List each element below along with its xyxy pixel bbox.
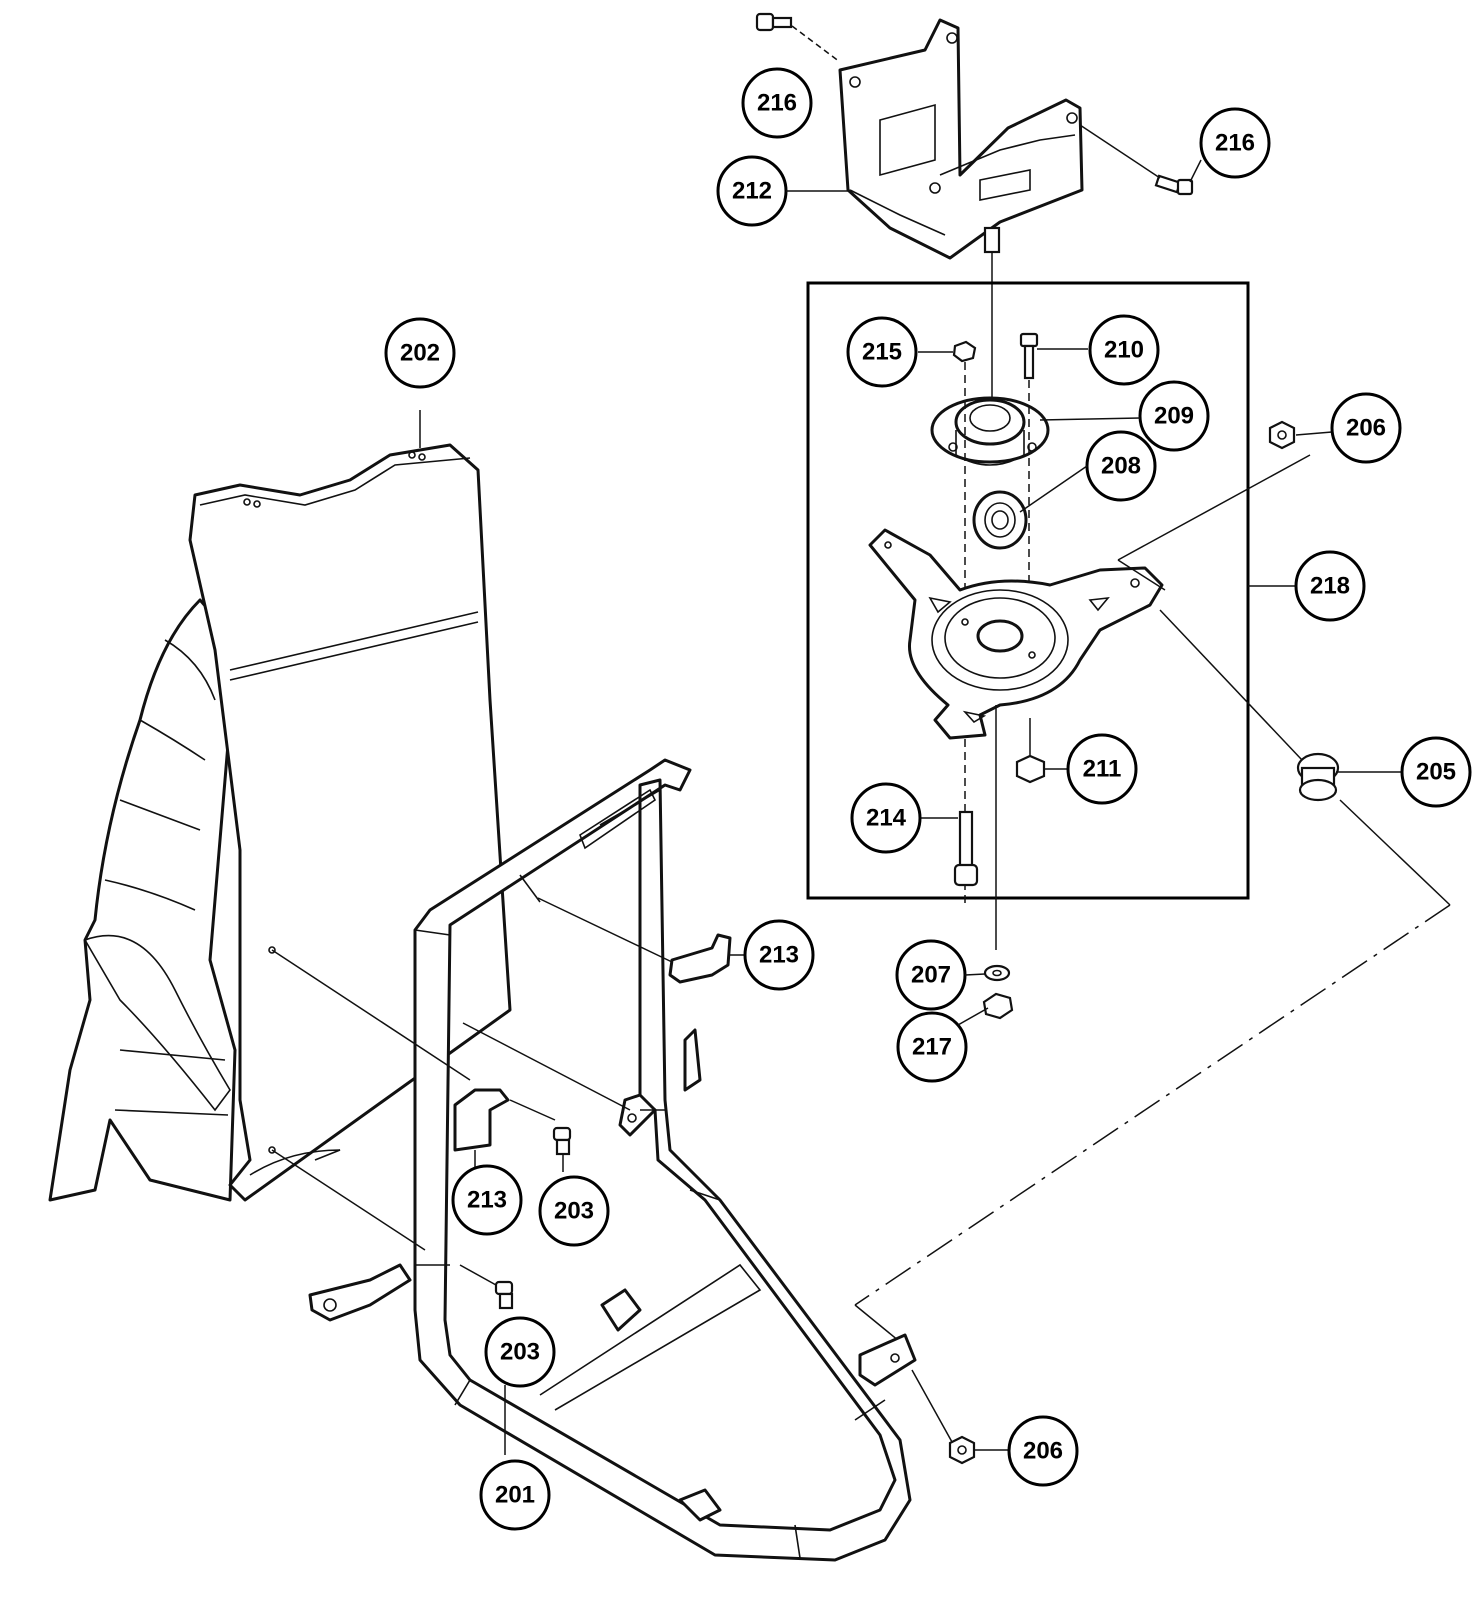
screw-210 [1019, 332, 1088, 660]
bearing-208 [972, 490, 1028, 550]
grommet-205 [854, 609, 1451, 1351]
callout-214: 214 [850, 782, 922, 854]
callout-210: 210 [1088, 314, 1160, 386]
callout-218: 218 [1294, 550, 1366, 622]
callout-label: 212 [732, 178, 772, 205]
callout-212: 212 [716, 155, 848, 227]
callout-201: 201 [479, 1459, 551, 1531]
callout-label: 208 [1101, 453, 1141, 480]
callout-label: 211 [1083, 756, 1122, 783]
callout-label: 216 [1215, 130, 1255, 157]
callout-label: 216 [757, 90, 797, 117]
callout-205: 205 [1400, 736, 1472, 808]
callout-213-left: 213 [451, 1164, 523, 1236]
callout-215: 215 [846, 316, 918, 388]
callout-label: 206 [1023, 1438, 1063, 1465]
callout-label: 206 [1346, 415, 1386, 442]
screw-216-top-left [755, 12, 841, 63]
mounting-plate [868, 528, 1164, 740]
callout-208: 208 [1019, 430, 1157, 513]
callout-label: 202 [400, 340, 440, 367]
screw-216-top-right [1079, 124, 1194, 196]
nut-206-bottom [911, 1369, 1010, 1465]
flange-housing-209 [930, 396, 1050, 466]
callout-label: 203 [554, 1198, 594, 1225]
callout-216-top-right: 216 [1189, 107, 1271, 183]
tank-bracket-212 [838, 18, 1084, 400]
callout-206-top: 206 [1330, 392, 1402, 464]
callout-202: 202 [384, 317, 456, 389]
callout-label: 210 [1104, 337, 1144, 364]
callout-203-lower: 203 [484, 1316, 556, 1388]
bolt-214 [920, 810, 979, 887]
callout-label: 218 [1310, 573, 1350, 600]
nut-211 [1015, 718, 1068, 784]
callout-label: 217 [912, 1034, 952, 1061]
callout-203-upper: 203 [538, 1175, 610, 1247]
callout-label: 207 [911, 962, 951, 989]
nut-217 [982, 992, 1014, 1020]
screw-203-upper [552, 1126, 572, 1172]
callout-211: 211 [1066, 733, 1138, 805]
callout-216-top-left: 216 [741, 67, 813, 139]
callout-206-bottom: 206 [1007, 1415, 1079, 1487]
clamp-213-right [537, 897, 745, 984]
assembly-box-218 [806, 281, 1250, 900]
callout-209: 209 [1039, 380, 1210, 452]
screw-203-lower [459, 1264, 514, 1310]
callout-207: 207 [895, 939, 986, 1011]
callout-label: 213 [759, 942, 799, 969]
clamp-213-left [453, 1088, 556, 1175]
callout-label: 214 [866, 805, 907, 832]
washer-207 [983, 964, 1011, 982]
callout-label: 205 [1416, 759, 1456, 786]
nut-206-top [1117, 420, 1333, 591]
callout-label: 201 [495, 1482, 535, 1509]
callout-217: 217 [896, 1007, 989, 1083]
callout-label: 213 [467, 1187, 507, 1214]
nut-215 [918, 340, 977, 905]
tube-frame-201 [271, 758, 917, 1562]
callout-label: 209 [1154, 403, 1194, 430]
callout-label: 203 [500, 1339, 540, 1366]
callout-213-right: 213 [743, 919, 815, 991]
callout-label: 215 [862, 339, 902, 366]
